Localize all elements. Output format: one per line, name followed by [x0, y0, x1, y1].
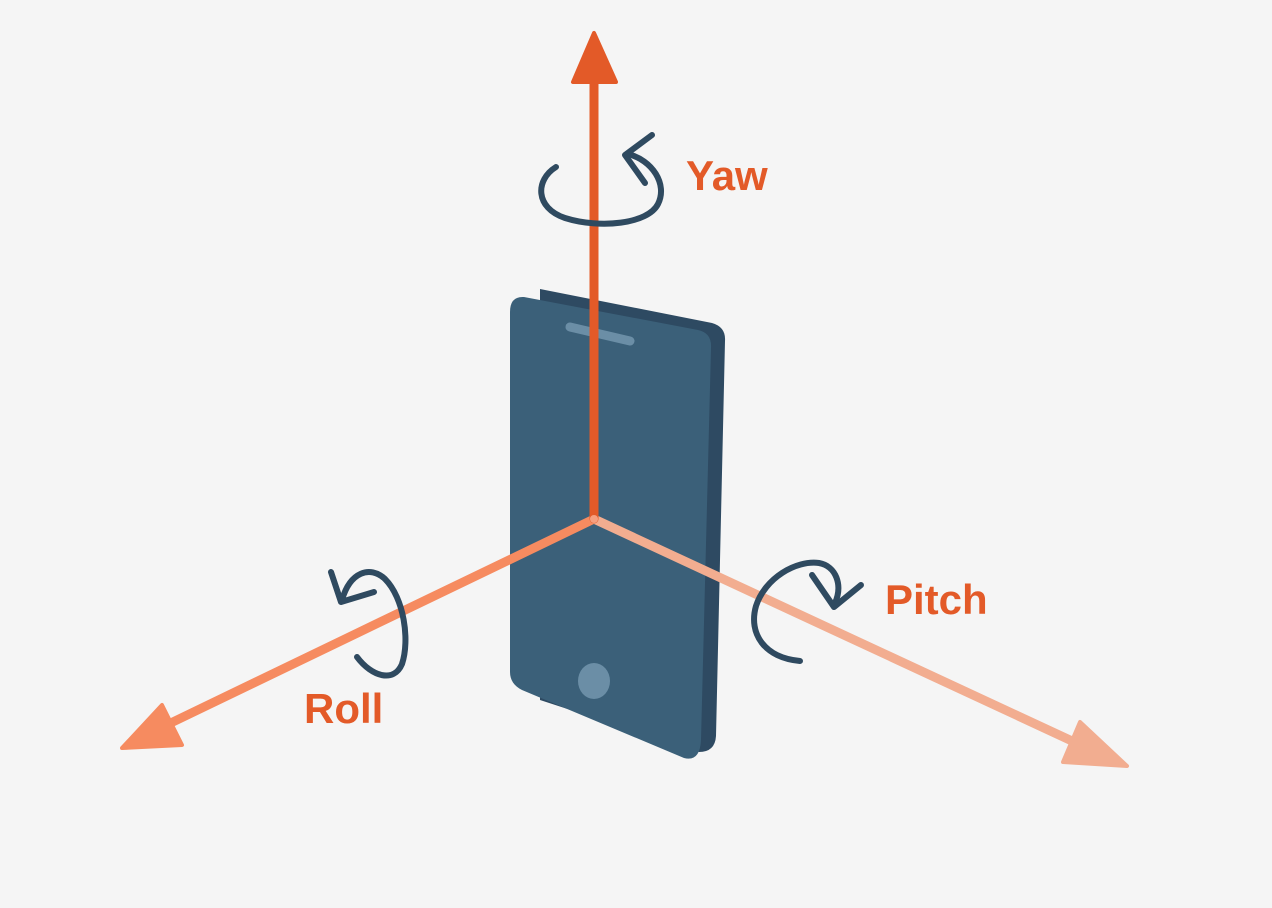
rotate-arrow-icon: [328, 569, 409, 679]
roll-axis: [120, 514, 599, 750]
rotate-arrow-icon: [538, 132, 665, 227]
pitch-arrowhead: [1061, 720, 1129, 768]
yaw-label: Yaw: [686, 152, 768, 199]
pitch-axis: [589, 514, 1129, 768]
yaw-arrowhead: [571, 31, 618, 84]
roll-arrowhead: [120, 703, 184, 750]
pitch-label: Pitch: [885, 576, 988, 623]
roll-label: Roll: [304, 685, 383, 732]
phone-speaker: [565, 322, 635, 346]
smartphone-icon: [510, 289, 726, 759]
rotate-arrow-icon: [751, 559, 864, 664]
phone-home-button: [578, 663, 610, 699]
axis-origin: [590, 515, 598, 523]
yaw-axis: [571, 31, 618, 524]
